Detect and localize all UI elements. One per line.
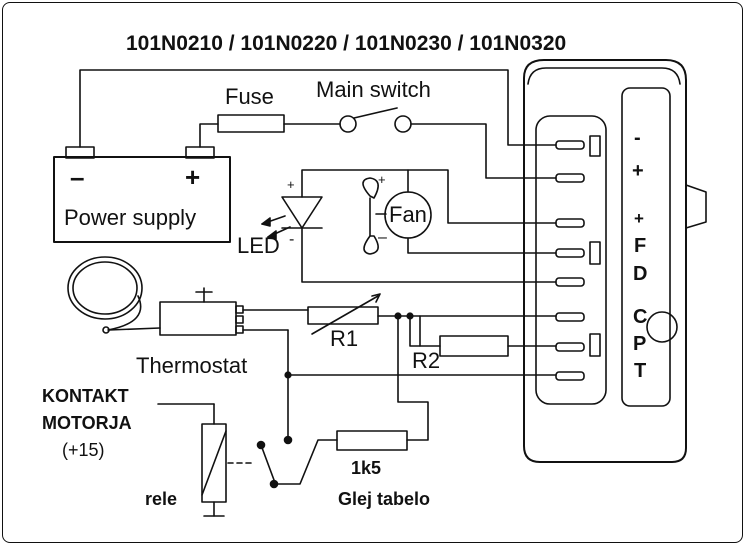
diagram-title: 101N0210 / 101N0220 / 101N0230 / 101N032…: [126, 32, 567, 55]
relay-contact-symbol: [256, 439, 338, 489]
pin-sockets: [555, 135, 601, 381]
main-switch-symbol: [339, 107, 412, 133]
kontakt-label-line1: KONTAKT: [42, 386, 129, 406]
fan-plus-label: +: [378, 172, 386, 187]
fuse-symbol: [217, 114, 285, 133]
relay-label: rele: [145, 489, 178, 509]
led-minus-label: -: [289, 231, 295, 248]
pin-label-plus: +: [632, 160, 644, 182]
pin-label-c: C: [633, 306, 648, 328]
led-label: LED: [237, 233, 280, 258]
controller-knob: [646, 311, 678, 343]
pin-label-t: T: [634, 360, 647, 382]
fan-label: Fan: [389, 202, 427, 227]
kontakt-label-line3: (+15): [62, 440, 105, 460]
fan-minus-label: –: [378, 229, 387, 246]
table-note-label: Glej tabelo: [338, 489, 431, 509]
relay-coil-symbol: [157, 403, 255, 517]
r2-resistor-symbol: [439, 335, 509, 357]
pin-label-f: F: [634, 235, 647, 257]
pin-label-plus-fan: +: [634, 209, 644, 228]
r2-label: R2: [412, 348, 441, 373]
wire-battery-minus: [79, 69, 557, 148]
fuse-label: Fuse: [225, 84, 274, 109]
pin-label-p: P: [633, 333, 647, 355]
battery-minus-label: –: [70, 162, 85, 192]
thermostat-label: Thermostat: [136, 353, 248, 378]
wire-battery-plus: [199, 123, 219, 148]
r1-label: R1: [330, 326, 359, 351]
resistor-1k5-symbol: [336, 430, 408, 451]
resistor-1k5-label: 1k5: [351, 458, 382, 478]
pin-label-minus: -: [634, 127, 641, 149]
diagram-frame: [2, 2, 743, 543]
controller-module: [523, 59, 707, 463]
kontakt-label-line2: MOTORJA: [42, 413, 132, 433]
thermostat-symbol: [67, 256, 244, 336]
power-supply-label: Power supply: [64, 205, 197, 230]
pin-label-d: D: [633, 263, 648, 285]
main-switch-label: Main switch: [316, 77, 431, 102]
led-plus-label: +: [287, 177, 295, 192]
battery-plus-label: +: [185, 162, 201, 192]
